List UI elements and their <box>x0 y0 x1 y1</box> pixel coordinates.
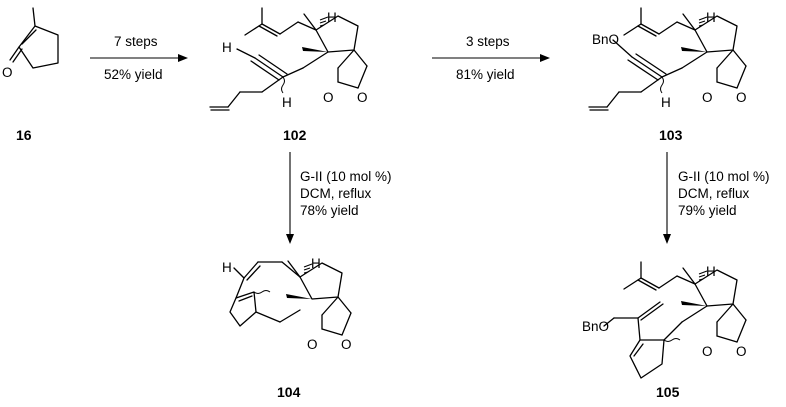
arrow-103-to-105 <box>663 152 671 244</box>
arrow-102-103-bottom-label: 81% yield <box>456 67 515 82</box>
arrow-102-104-line2: DCM, reflux <box>300 186 372 201</box>
compound-label-103: 103 <box>659 127 683 143</box>
compound-16-structure: O <box>2 7 59 80</box>
arrow-102-to-103 <box>432 54 550 62</box>
atom-h-105-ring: H <box>706 264 716 279</box>
compound-label-102: 102 <box>283 127 307 143</box>
atom-o-105-a: O <box>702 344 713 359</box>
compound-label-105: 105 <box>656 384 680 400</box>
compound-103-structure: H BnO H O O <box>588 7 747 111</box>
atom-bno-103: BnO <box>592 32 619 47</box>
atom-h-103-ring: H <box>706 10 716 25</box>
atom-o-103-b: O <box>736 90 747 105</box>
atom-o-16: O <box>2 65 13 80</box>
atom-h-102-ring: H <box>327 10 337 25</box>
arrow-102-104-line1: G-II (10 mol %) <box>300 169 392 184</box>
arrow-102-103-top-label: 3 steps <box>466 34 510 49</box>
arrow-102-104-line3: 78% yield <box>300 203 359 218</box>
compound-102-structure: H H H O O <box>209 7 368 111</box>
arrow-16-102-bottom-label: 52% yield <box>104 67 163 82</box>
arrow-16-102-top-label: 7 steps <box>114 34 158 49</box>
atom-h-104-alkene: H <box>222 260 232 275</box>
atom-h-102-wavy: H <box>282 95 292 110</box>
atom-bno-105: BnO <box>582 319 609 334</box>
atom-o-103-a: O <box>702 90 713 105</box>
atom-h-103-wavy: H <box>661 95 671 110</box>
arrow-16-to-102 <box>90 54 188 62</box>
arrow-103-105-line3: 79% yield <box>678 203 737 218</box>
arrow-103-105-line2: DCM, reflux <box>678 186 750 201</box>
arrow-102-to-104 <box>286 152 294 244</box>
compound-105-structure: H BnO O O <box>582 261 747 379</box>
compound-104-structure: H H O O <box>222 256 352 352</box>
atom-o-105-b: O <box>736 344 747 359</box>
atom-o-102-a: O <box>323 90 334 105</box>
atom-o-102-b: O <box>357 90 368 105</box>
atom-o-104-a: O <box>307 337 318 352</box>
atom-h-102-alkyne: H <box>222 40 232 55</box>
compound-label-16: 16 <box>16 127 32 143</box>
atom-h-104-ring: H <box>311 256 321 271</box>
arrow-103-105-line1: G-II (10 mol %) <box>678 169 770 184</box>
compound-label-104: 104 <box>277 384 301 400</box>
atom-o-104-b: O <box>341 337 352 352</box>
